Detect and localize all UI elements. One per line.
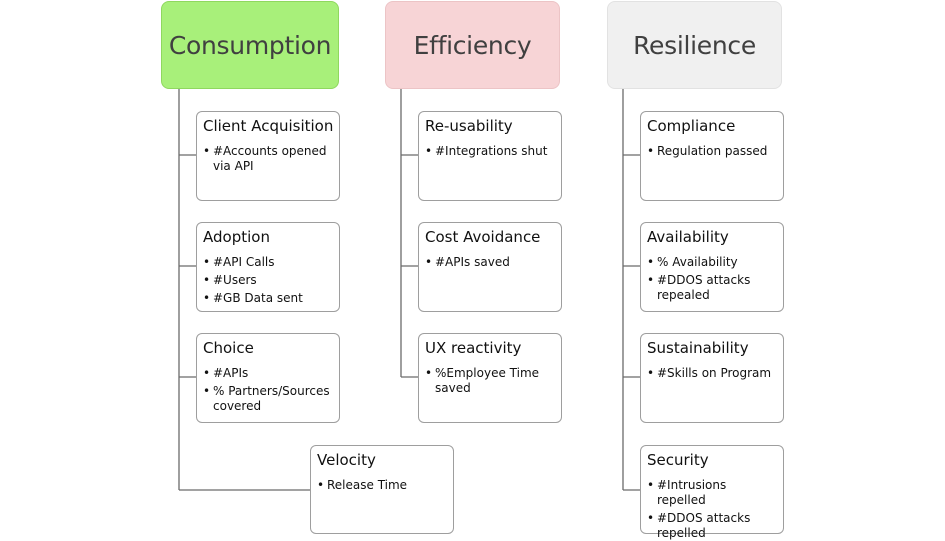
card-title: Availability (647, 228, 729, 246)
card-title: Sustainability (647, 339, 749, 357)
card-availability: Availability % Availability #DDOS attack… (640, 222, 784, 312)
card-title: Velocity (317, 451, 376, 469)
card-bullet: #Integrations shut (425, 144, 555, 159)
header-efficiency: Efficiency (385, 1, 560, 89)
card-re-usability: Re-usability #Integrations shut (418, 111, 562, 201)
card-ux-reactivity: UX reactivity %Employee Time saved (418, 333, 562, 423)
card-title: Re-usability (425, 117, 513, 135)
card-bullet: #APIs (203, 366, 333, 381)
card-bullet: %Employee Time saved (425, 366, 555, 396)
card-title: Adoption (203, 228, 270, 246)
card-bullet: % Availability (647, 255, 777, 270)
card-bullet: #DDOS attacks repealed (647, 273, 777, 303)
card-title: Client Acquisition (203, 117, 334, 135)
card-security: Security #Intrusions repelled #DDOS atta… (640, 445, 784, 540)
card-title: Choice (203, 339, 254, 357)
card-velocity: Velocity Release Time (310, 445, 454, 534)
card-client-acquisition: Client Acquisition #Accounts opened via … (196, 111, 340, 201)
card-bullet: #GB Data sent (203, 291, 333, 306)
card-bullet: #API Calls (203, 255, 333, 270)
card-bullet: Regulation passed (647, 144, 777, 159)
card-bullet: Release Time (317, 478, 447, 493)
card-adoption: Adoption #API Calls #Users #GB Data sent (196, 222, 340, 312)
card-bullet: #Intrusions repelled (647, 478, 777, 508)
card-bullet: #DDOS attacks repelled (647, 511, 777, 541)
card-bullet: #Users (203, 273, 333, 288)
card-bullet: #Skills on Program (647, 366, 777, 381)
card-title: UX reactivity (425, 339, 522, 357)
card-bullet: % Partners/Sources covered (203, 384, 333, 414)
header-consumption-label: Consumption (168, 30, 332, 60)
header-efficiency-label: Efficiency (413, 30, 532, 60)
card-bullet: #APIs saved (425, 255, 555, 270)
header-resilience: Resilience (607, 1, 782, 89)
card-choice: Choice #APIs % Partners/Sources covered (196, 333, 340, 423)
header-consumption: Consumption (161, 1, 339, 89)
card-title: Compliance (647, 117, 736, 135)
card-cost-avoidance: Cost Avoidance #APIs saved (418, 222, 562, 312)
card-sustainability: Sustainability #Skills on Program (640, 333, 784, 423)
card-title: Security (647, 451, 709, 469)
header-resilience-label: Resilience (633, 30, 756, 60)
card-bullet: #Accounts opened via API (203, 144, 333, 174)
card-title: Cost Avoidance (425, 228, 541, 246)
card-compliance: Compliance Regulation passed (640, 111, 784, 201)
